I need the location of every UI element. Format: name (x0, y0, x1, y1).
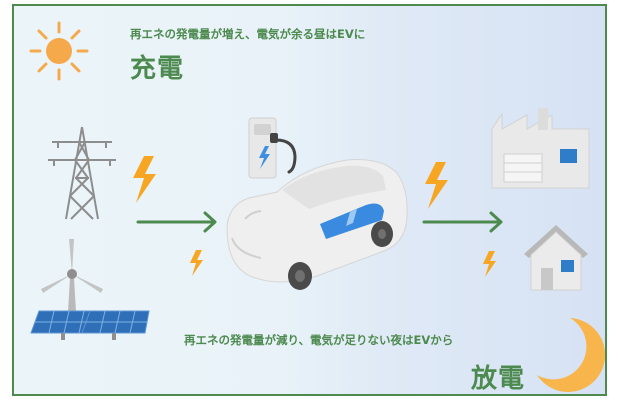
moon-icon (537, 318, 605, 392)
discharge-title: 放電 (471, 364, 526, 394)
transmission-tower-icon (48, 126, 116, 220)
lightning-bolt-icon (133, 156, 156, 203)
discharge-caption: 再エネの発電量が減り、電気が足りない夜はEVから (184, 333, 454, 347)
ev-charger-icon (248, 117, 297, 179)
arrow-right-icon (422, 211, 503, 233)
electric-car-icon (226, 159, 408, 290)
charge-caption: 再エネの発電量が増え、電気が余る昼はEVに (130, 27, 366, 41)
house-icon (524, 225, 588, 291)
diagram-canvas (29, 21, 605, 392)
diagram-frame: 再エネの発電量が増え、電気が余る昼はEVに 充電 再エネの発電量が減り、電気が足… (12, 4, 607, 396)
charge-title: 充電 (130, 54, 185, 84)
lightning-bolt-icon (483, 251, 496, 277)
wind-turbine-icon (41, 239, 103, 312)
solar-panels-icon (30, 310, 150, 340)
lightning-bolt-icon (190, 250, 203, 276)
arrow-right-icon (136, 211, 217, 233)
factory-icon (491, 108, 590, 189)
lightning-bolt-icon (425, 162, 448, 209)
sun-icon (29, 21, 89, 81)
